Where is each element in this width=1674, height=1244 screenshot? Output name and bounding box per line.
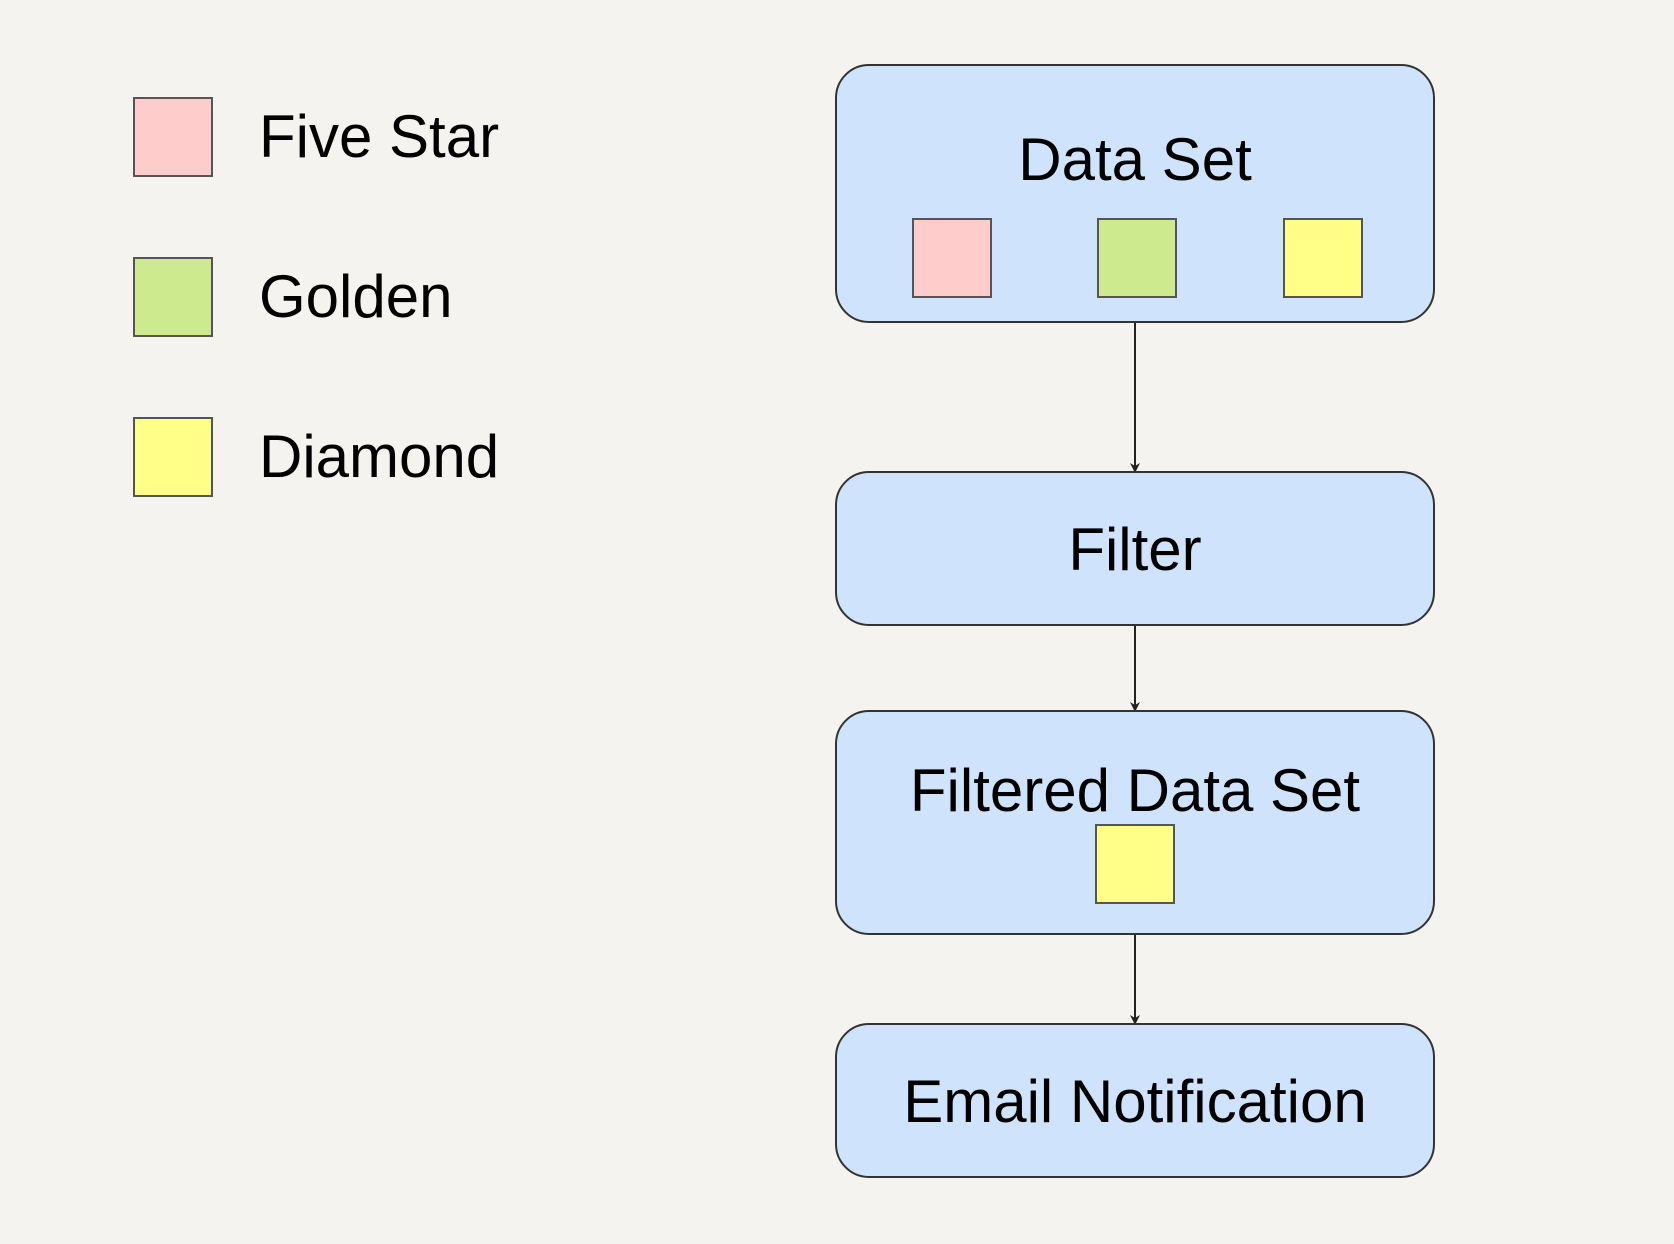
node-title-data-set: Data Set [1018,126,1252,193]
data-set-swatch-five-star [912,218,992,298]
legend-label-diamond: Diamond [259,423,500,490]
node-title-email-notification: Email Notification [903,1068,1367,1135]
data-set-swatch-diamond [1283,218,1363,298]
node-title-filtered-data-set: Filtered Data Set [909,757,1361,824]
legend-swatch-diamond [133,417,213,497]
node-filtered-data-set: Filtered Data Set [835,710,1435,935]
legend-label-five-star: Five Star [259,103,500,170]
legend-item-golden: Golden [133,256,452,338]
node-email-notification: Email Notification [835,1023,1435,1178]
filtered-data-set-swatch-diamond [1095,824,1175,904]
node-title-filter: Filter [1068,516,1202,583]
node-data-set: Data Set [835,64,1435,323]
legend-item-diamond: Diamond [133,416,499,498]
data-set-swatch-golden [1097,218,1177,298]
legend-swatch-five-star [133,97,213,177]
legend-label-golden: Golden [259,263,453,330]
legend-item-five-star: Five Star [133,96,499,178]
node-filter: Filter [835,471,1435,626]
legend-swatch-golden [133,257,213,337]
